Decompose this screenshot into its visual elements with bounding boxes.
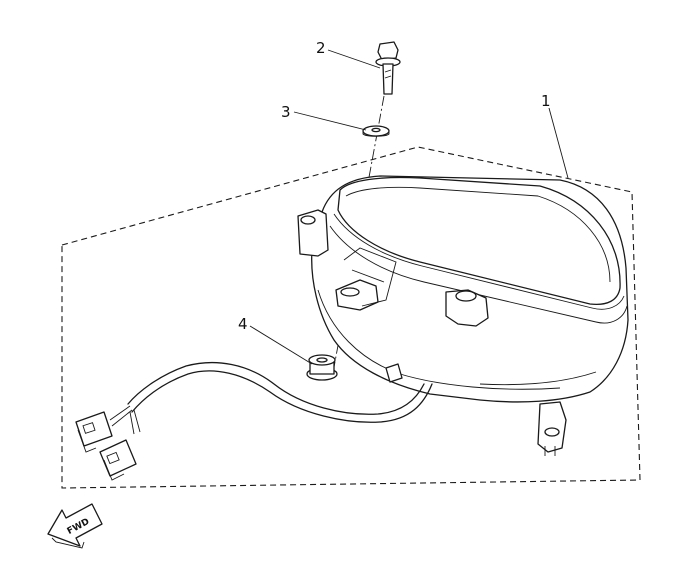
leader-line-1 <box>548 107 569 179</box>
callout-3: 3 <box>281 103 291 121</box>
callout-4: 4 <box>238 315 248 333</box>
washer-icon <box>362 125 390 137</box>
forward-direction-arrow-icon: FWD <box>47 503 103 549</box>
rubber-grommet-icon <box>306 354 338 381</box>
assembly-group-boundary <box>61 146 641 489</box>
callout-1: 1 <box>541 92 551 110</box>
leader-line-4 <box>249 325 313 365</box>
callout-2: 2 <box>316 39 326 57</box>
speedometer-assembly-icon <box>297 175 629 456</box>
leader-line-2 <box>327 49 381 69</box>
flange-bolt-icon <box>375 41 401 95</box>
leader-line-3 <box>293 111 367 131</box>
wire-harness-icon <box>75 361 433 481</box>
